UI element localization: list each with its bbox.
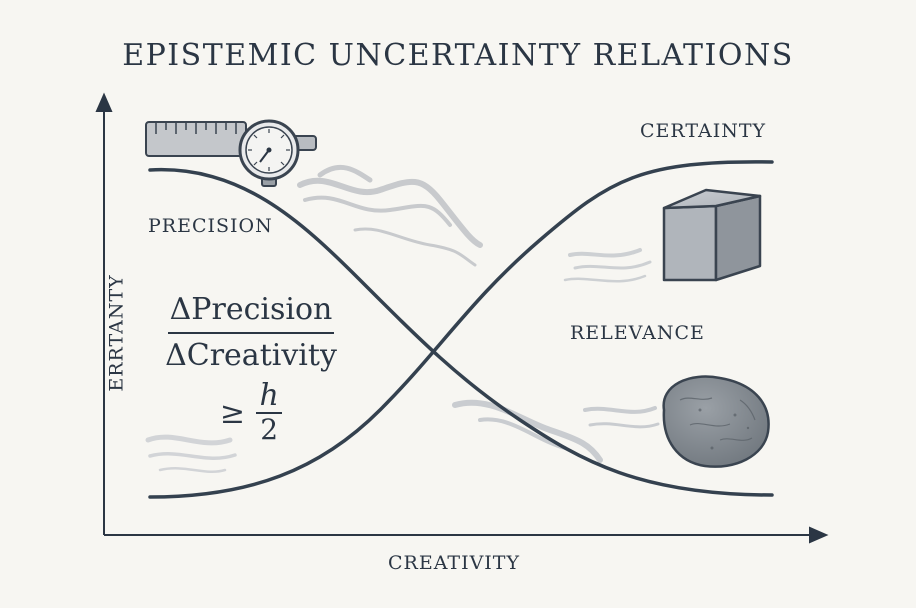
relevance-label: RELEVANCE xyxy=(570,322,705,344)
cube-icon xyxy=(662,188,762,282)
uncertainty-formula: ΔPrecision ΔCreativity ≥ h 2 xyxy=(160,290,342,446)
formula-h: h xyxy=(259,378,279,413)
rock-icon xyxy=(662,375,770,468)
precision-curve xyxy=(148,167,774,497)
y-axis xyxy=(95,92,113,535)
formula-h-over-2: h 2 xyxy=(256,378,283,446)
formula-numerator: ΔPrecision xyxy=(169,292,333,327)
formula-fraction-bar xyxy=(168,332,334,334)
formula-small-bar xyxy=(256,412,283,414)
smoke-wisp-icon xyxy=(145,434,237,473)
smoke-wisp-icon xyxy=(452,399,660,463)
formula-denominator: ΔCreativity xyxy=(165,338,337,373)
x-axis xyxy=(104,526,829,544)
precision-label: PRECISION xyxy=(148,215,273,237)
certainty-label: CERTAINTY xyxy=(640,120,767,142)
smoke-wisp-icon xyxy=(297,164,483,267)
formula-two: 2 xyxy=(260,413,279,446)
certainty-curve xyxy=(148,160,774,499)
y-axis-label: ERRTANTY xyxy=(105,274,128,392)
ruler-gauge-icon xyxy=(145,119,317,187)
formula-relation: ≥ xyxy=(219,395,246,431)
smoke-wisp-icon xyxy=(563,248,652,283)
diagram-title: EPISTEMIC UNCERTAINTY RELATIONS xyxy=(122,38,794,73)
x-axis-label: CREATIVITY xyxy=(388,552,521,574)
